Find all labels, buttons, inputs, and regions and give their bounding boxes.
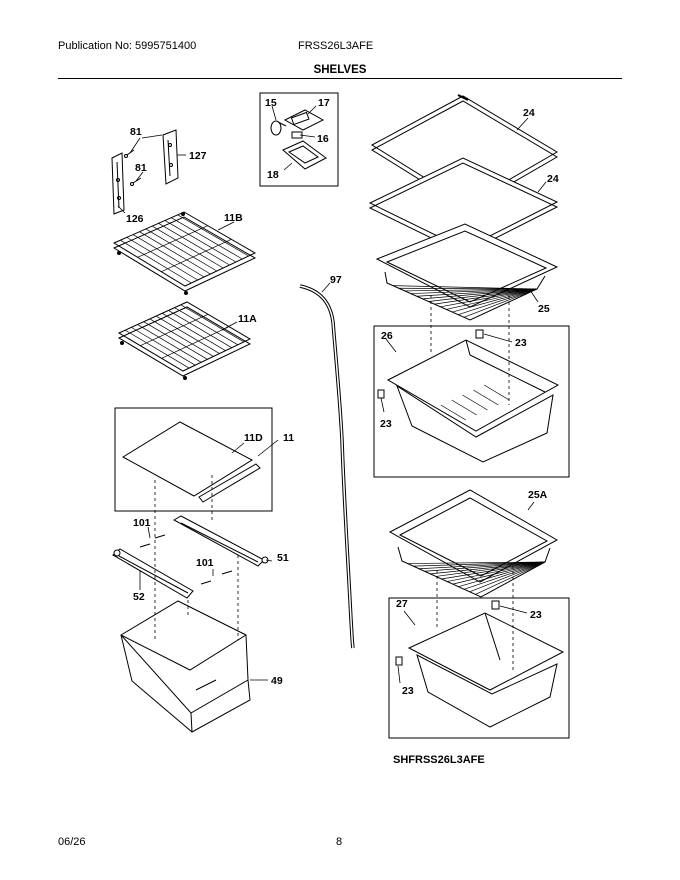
light-assembly-box	[259, 92, 339, 187]
bin-49	[120, 600, 251, 733]
wire-shelf-11b	[112, 211, 257, 295]
header-rule	[58, 78, 622, 79]
section-title: SHELVES	[313, 64, 367, 76]
footer-date: 06/26	[58, 836, 86, 848]
callout-25a: 25A	[528, 489, 548, 501]
callout-23-bin26-left: 23	[380, 418, 392, 430]
callout-23-bin27-left: 23	[402, 685, 414, 697]
page-number: 8	[336, 836, 343, 848]
clip-23-top	[475, 329, 484, 339]
callout-24-top: 24	[523, 107, 535, 119]
shelf-assembly-box-11	[114, 407, 273, 512]
callout-49: 49	[271, 675, 283, 687]
callout-27: 27	[396, 598, 408, 610]
diagram-code: SHFRSS26L3AFE	[393, 754, 485, 766]
gasket-97	[299, 284, 355, 649]
callout-11b: 11B	[224, 212, 243, 224]
callout-101-upper: 101	[133, 517, 151, 529]
leader-lines	[117, 105, 547, 684]
crisper-cover-25a	[388, 489, 559, 598]
callout-18: 18	[267, 169, 279, 181]
bracket-127	[162, 129, 179, 185]
callout-51: 51	[277, 552, 289, 564]
screws-101	[139, 534, 233, 585]
callout-81-top: 81	[130, 126, 142, 138]
rail-51	[172, 515, 269, 567]
callout-11a: 11A	[238, 313, 257, 325]
model-number: FRSS26L3AFE	[298, 40, 374, 52]
callout-labels: 81 127 81 126 11B 11A 15 17 16 18 97 24 …	[126, 97, 559, 697]
callout-101-lower: 101	[196, 557, 214, 569]
publication-number: Publication No: 5995751400	[58, 40, 197, 52]
crisper-cover-25	[375, 223, 559, 321]
trim-11d	[198, 463, 261, 503]
crisper-box-27	[388, 597, 570, 739]
crisper-box-26	[373, 325, 570, 478]
callout-52: 52	[133, 591, 145, 603]
light-housing-18	[282, 140, 327, 170]
crisper-drawer-26	[386, 339, 560, 463]
callout-11: 11	[283, 432, 294, 444]
wire-shelf-11a	[117, 301, 252, 380]
callout-126: 126	[126, 213, 144, 225]
callout-81-lower: 81	[135, 162, 147, 174]
callout-127: 127	[189, 150, 207, 162]
callout-23-bin26-top: 23	[515, 337, 527, 349]
callout-97: 97	[330, 274, 342, 286]
assembly-lines	[154, 290, 514, 670]
callout-23-bin27-top: 23	[530, 609, 542, 621]
callout-11d: 11D	[244, 432, 263, 444]
glass-panel-11d	[122, 421, 254, 497]
rail-52	[112, 548, 194, 599]
clip-23-box27-left	[395, 656, 403, 666]
light-cover-17	[283, 109, 325, 131]
callout-25: 25	[538, 303, 550, 315]
bulb-15	[270, 120, 287, 136]
crisper-drawer-27	[407, 612, 565, 728]
callout-24-middle: 24	[547, 173, 559, 185]
callout-15: 15	[265, 97, 277, 109]
clip-23-left	[377, 389, 385, 399]
clip-23-box27-top	[491, 600, 500, 610]
bracket-126	[111, 152, 125, 215]
callout-16: 16	[317, 133, 329, 145]
callout-17: 17	[318, 97, 330, 109]
callout-26: 26	[381, 330, 393, 342]
